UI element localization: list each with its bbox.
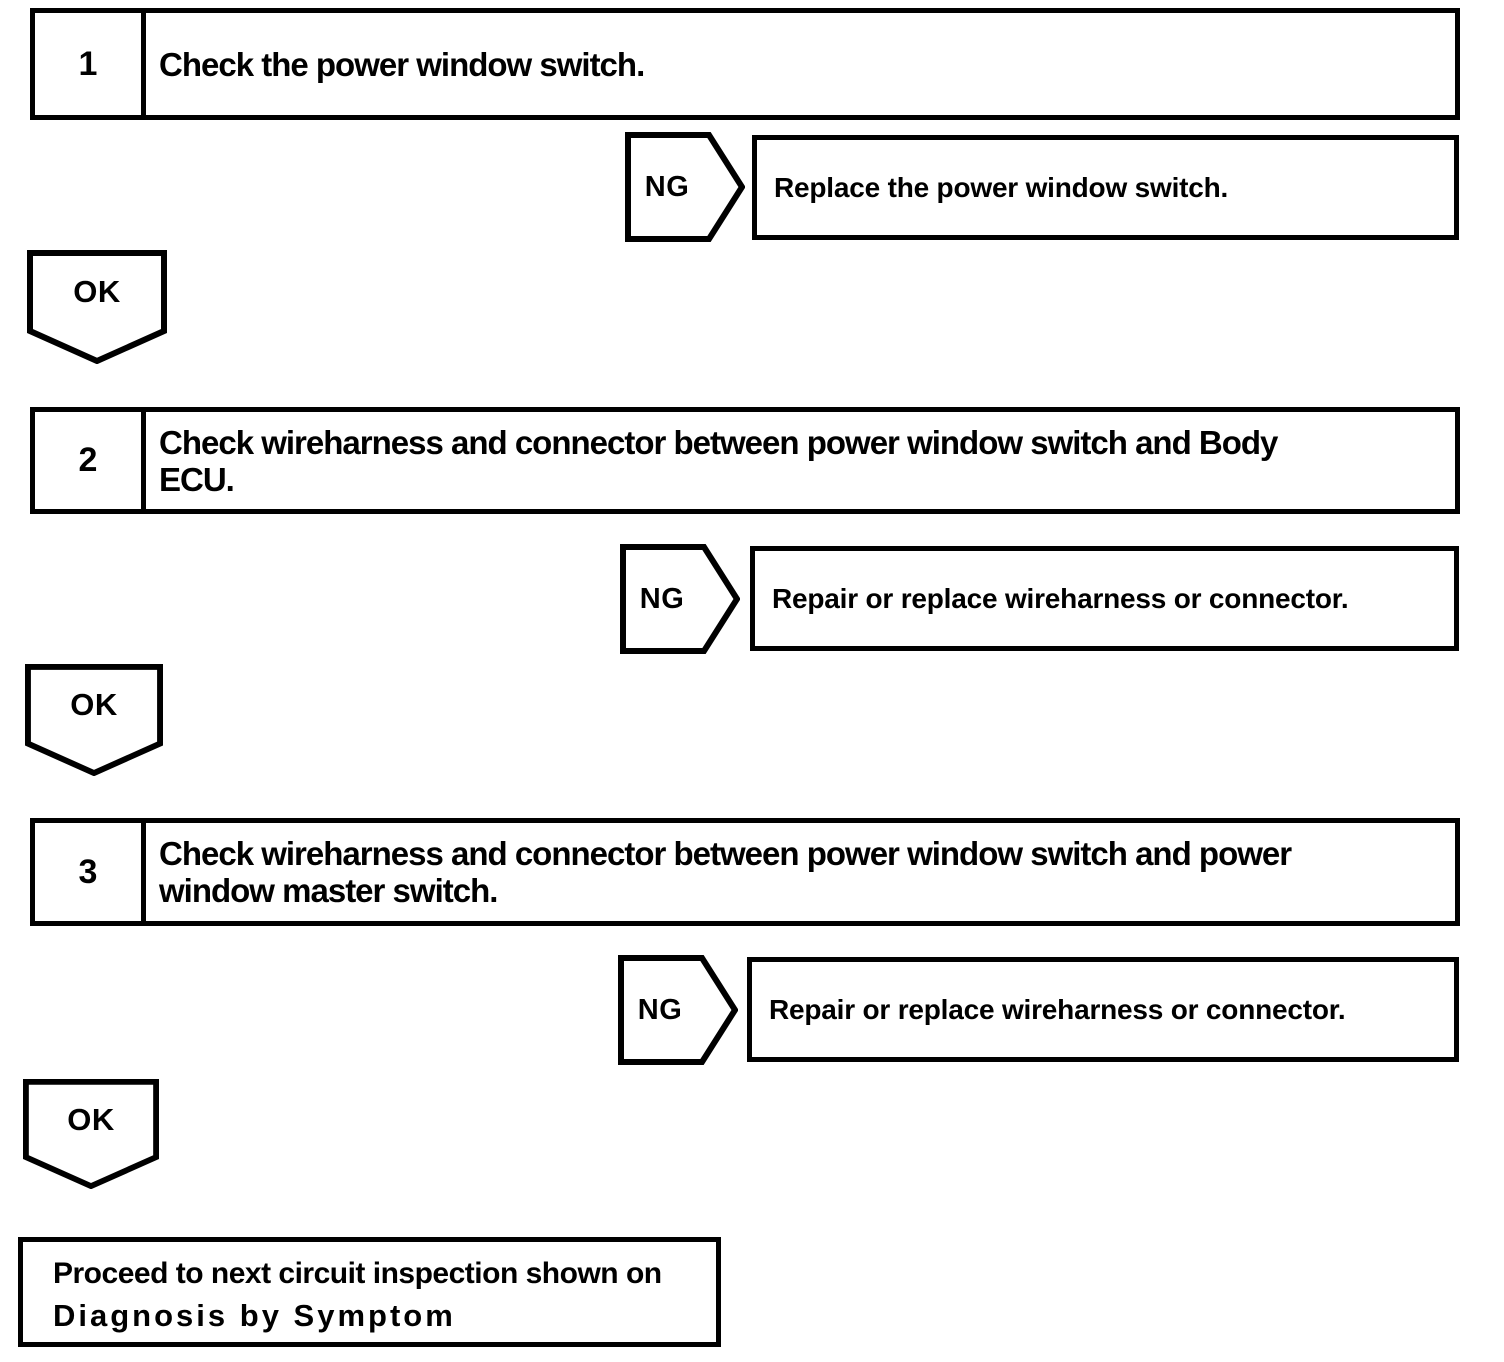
step-instruction: Check wireharness and connector between … [159, 835, 1292, 909]
ok-connector: OK [23, 1079, 159, 1189]
step-box-1: 1 Check the power window switch. [30, 8, 1460, 120]
ng-connector: NG [620, 544, 740, 654]
ng-action-box: Repair or replace wireharness or connect… [750, 546, 1459, 651]
ok-connector: OK [27, 250, 167, 364]
step-instruction: Check the power window switch. [159, 45, 645, 83]
step-number: 2 [35, 412, 146, 509]
ng-action-text: Repair or replace wireharness or connect… [769, 993, 1346, 1025]
ng-action-box: Repair or replace wireharness or connect… [747, 957, 1459, 1062]
step-instruction: Check wireharness and connector between … [159, 423, 1278, 498]
final-line1: Proceed to next circuit inspection shown… [53, 1257, 662, 1290]
ng-label: NG [644, 170, 690, 203]
ng-pentagon-icon [620, 544, 740, 654]
ng-action-text: Repair or replace wireharness or connect… [772, 582, 1349, 614]
step-number: 1 [35, 13, 146, 115]
ng-connector: NG [625, 132, 745, 242]
ok-pentagon-icon [23, 1079, 159, 1189]
step-box-2: 2 Check wireharness and connector betwee… [30, 407, 1460, 514]
ok-connector: OK [25, 664, 163, 776]
ok-label: OK [70, 687, 118, 723]
step-box-3: 3 Check wireharness and connector betwee… [30, 818, 1460, 926]
ok-label: OK [73, 274, 121, 310]
ng-pentagon-icon [618, 955, 738, 1065]
final-action-box: Proceed to next circuit inspection shown… [18, 1237, 721, 1347]
ng-pentagon-icon [625, 132, 745, 242]
ng-label: NG [639, 582, 685, 615]
ok-pentagon-icon [27, 250, 167, 364]
ng-action-text: Replace the power window switch. [774, 171, 1229, 203]
ng-action-box: Replace the power window switch. [752, 135, 1459, 240]
ng-connector: NG [618, 955, 738, 1065]
ok-label: OK [67, 1101, 115, 1137]
ng-label: NG [637, 993, 683, 1026]
step-number: 3 [35, 823, 146, 921]
ok-pentagon-icon [25, 664, 163, 776]
final-line2: Diagnosis by Symptom [53, 1298, 456, 1333]
